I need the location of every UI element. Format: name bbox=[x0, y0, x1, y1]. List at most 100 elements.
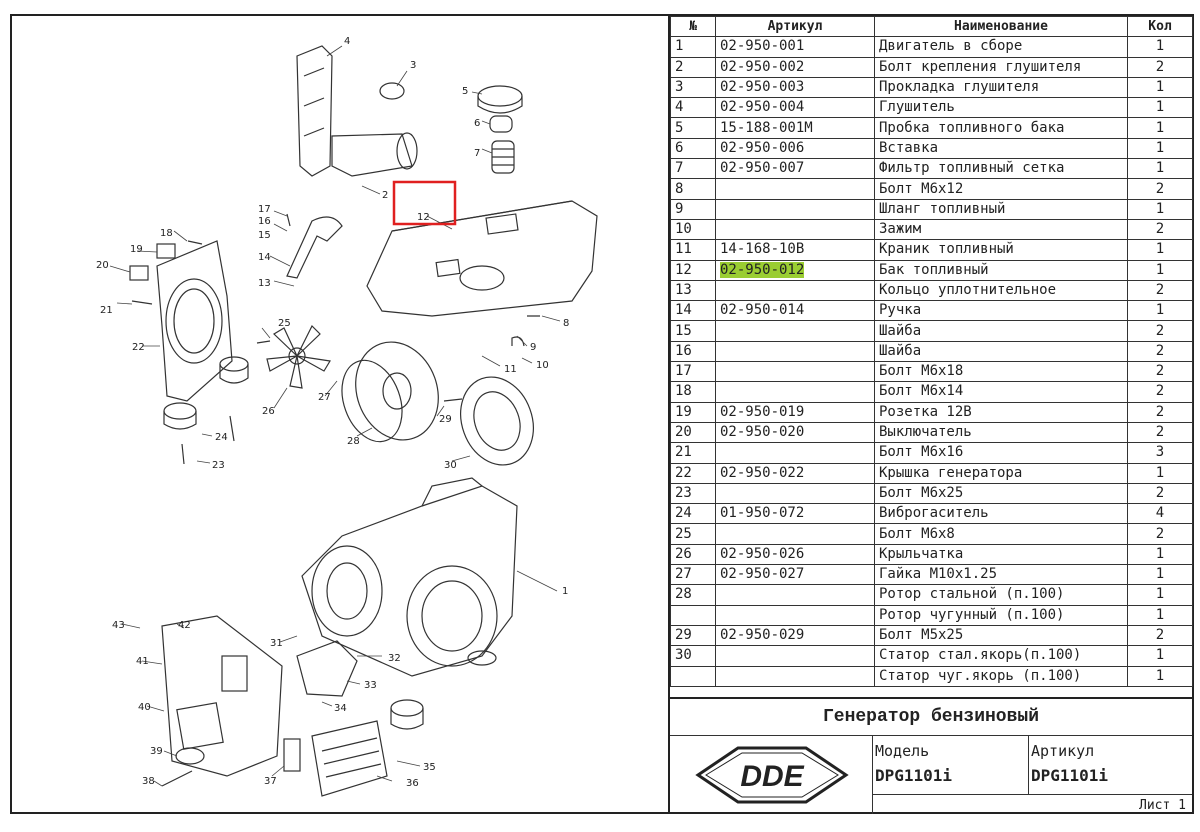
callout-label: 14 bbox=[258, 252, 271, 263]
callout-label: 25 bbox=[278, 318, 291, 329]
cell-article: 02-950-029 bbox=[715, 624, 875, 647]
callout-label: 13 bbox=[258, 278, 271, 289]
cell-article bbox=[715, 198, 875, 220]
logo-cell: DDE bbox=[670, 736, 873, 814]
cell-article bbox=[715, 361, 875, 383]
cell-article: 02-950-014 bbox=[715, 300, 875, 322]
cell-num: 10 bbox=[670, 218, 716, 241]
callout-label: 36 bbox=[406, 778, 419, 789]
cell-qty: 1 bbox=[1127, 158, 1193, 180]
highlight-box bbox=[392, 180, 457, 226]
callout-label: 19 bbox=[130, 244, 143, 255]
cell-article: 02-950-019 bbox=[715, 401, 875, 423]
table-header-row: № Артикул Наименование Кол bbox=[670, 15, 1193, 38]
cell-article: 02-950-002 bbox=[715, 56, 875, 78]
cell-name: Ротор стальной (п.100) bbox=[874, 584, 1128, 606]
cell-name: Болт М6х25 bbox=[874, 482, 1128, 505]
cell-article: 14-168-10B bbox=[715, 239, 875, 261]
cell-name: Фильтр топливный сетка bbox=[874, 158, 1128, 180]
highlighted-article: 02-950-012 bbox=[720, 261, 805, 278]
header-article: Артикул bbox=[715, 15, 875, 38]
cell-qty: 1 bbox=[1127, 604, 1193, 626]
callout-label: 22 bbox=[132, 342, 145, 353]
header-num: № bbox=[670, 15, 716, 38]
callout-label: 42 bbox=[178, 620, 191, 631]
callout-label: 17 bbox=[258, 204, 271, 215]
cell-num: 9 bbox=[670, 198, 716, 220]
cell-name: Пробка топливного бака bbox=[874, 117, 1128, 139]
callout-label: 29 bbox=[439, 414, 452, 425]
callout-label: 31 bbox=[270, 638, 283, 649]
callout-label: 24 bbox=[215, 432, 228, 443]
cell-qty: 1 bbox=[1127, 462, 1193, 484]
cell-num bbox=[670, 604, 716, 626]
cell-qty: 2 bbox=[1127, 320, 1193, 342]
filter-element-part bbox=[283, 738, 301, 772]
cell-article: 02-950-003 bbox=[715, 76, 875, 99]
callout-label: 23 bbox=[212, 460, 225, 471]
cell-num: 26 bbox=[670, 543, 716, 566]
cell-num: 13 bbox=[670, 279, 716, 302]
cell-num: 25 bbox=[670, 523, 716, 545]
exploded-diagram: 1234567891011121314151617181920212223242… bbox=[96, 36, 598, 797]
title-block: Генератор бензиновый DDE Модель DPG1101i… bbox=[670, 697, 1192, 814]
cell-num: 6 bbox=[670, 137, 716, 160]
cell-article bbox=[715, 178, 875, 200]
side-panel-part bbox=[311, 720, 388, 797]
cell-qty: 1 bbox=[1127, 665, 1193, 687]
cell-name: Шайба bbox=[874, 340, 1128, 363]
article-cell: Артикул DPG1101i bbox=[1029, 736, 1192, 795]
cell-article: 15-188-001M bbox=[715, 117, 875, 139]
callout-label: 26 bbox=[262, 406, 275, 417]
cell-article: 02-950-026 bbox=[715, 543, 875, 566]
callout-label: 20 bbox=[96, 260, 109, 271]
callout-label: 34 bbox=[334, 703, 347, 714]
callout-label: 32 bbox=[388, 653, 401, 664]
cell-num: 14 bbox=[670, 300, 716, 322]
fuel-cap-part bbox=[477, 85, 523, 107]
callout-label: 38 bbox=[142, 776, 155, 787]
cell-article bbox=[715, 381, 875, 403]
cell-qty: 1 bbox=[1127, 300, 1193, 322]
cell-name: Болт М6х14 bbox=[874, 381, 1128, 403]
callout-label: 6 bbox=[474, 118, 480, 129]
callout-label: 43 bbox=[112, 620, 125, 631]
cell-qty: 4 bbox=[1127, 503, 1193, 525]
cell-qty: 1 bbox=[1127, 584, 1193, 606]
cell-num: 22 bbox=[670, 462, 716, 484]
model-cell: Модель DPG1101i bbox=[873, 736, 1029, 795]
callout-label: 28 bbox=[347, 436, 360, 447]
cell-num: 24 bbox=[670, 503, 716, 525]
table-row: 28 Ротор стальной (п.100)1 bbox=[670, 584, 1193, 606]
cell-article: 02-950-001 bbox=[715, 36, 875, 58]
cell-num: 20 bbox=[670, 421, 716, 444]
header-name: Наименование bbox=[874, 15, 1128, 38]
cell-num: 28 bbox=[670, 584, 716, 606]
cell-name: Болт крепления глушителя bbox=[874, 56, 1128, 78]
fan-part bbox=[266, 324, 331, 389]
callout-label: 7 bbox=[474, 148, 480, 159]
cell-name: Кольцо уплотнительное bbox=[874, 279, 1128, 302]
cell-article bbox=[715, 645, 875, 667]
cell-qty: 2 bbox=[1127, 401, 1193, 423]
cell-name: Краник топливный bbox=[874, 239, 1128, 261]
cell-article bbox=[715, 218, 875, 241]
cell-num: 18 bbox=[670, 381, 716, 403]
callout-label: 12 bbox=[417, 212, 430, 223]
cell-qty: 1 bbox=[1127, 645, 1193, 667]
table-row: Статор чуг.якорь (п.100)1 bbox=[670, 665, 1193, 687]
cell-name: Болт М6х18 bbox=[874, 361, 1128, 383]
cell-name: Бак топливный bbox=[874, 259, 1128, 281]
cell-name: Болт М6х8 bbox=[874, 523, 1128, 545]
